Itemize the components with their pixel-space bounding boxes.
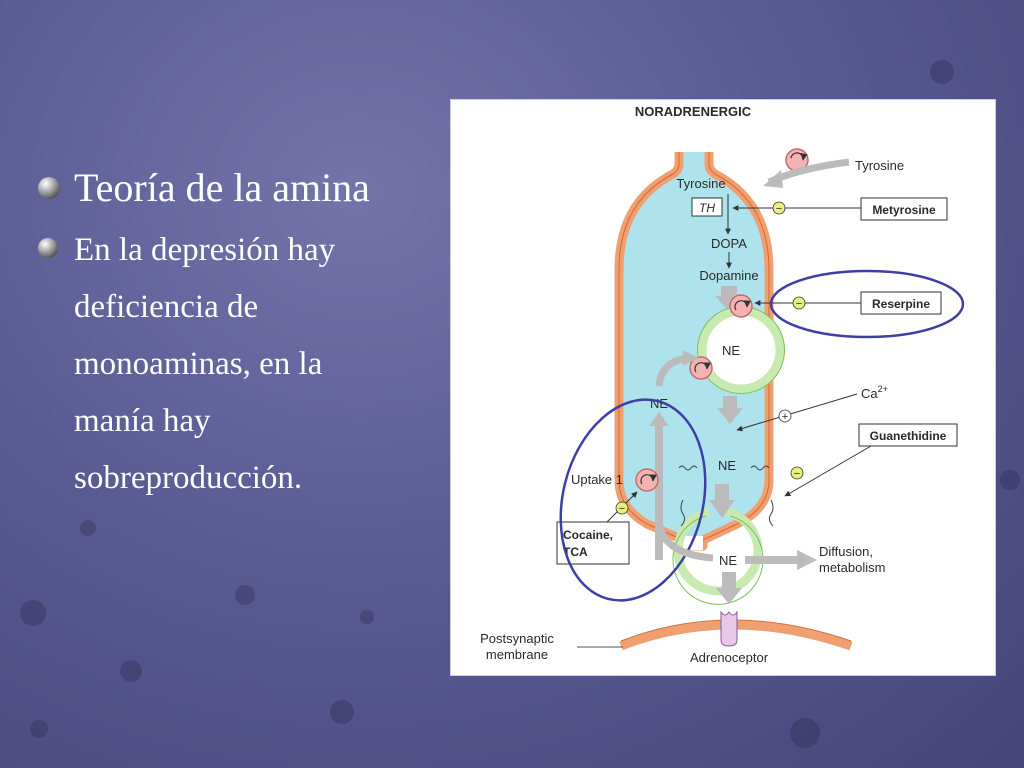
arrow-calcium [736,393,858,432]
bullet-icon [38,177,60,199]
label-diffusion: Diffusion, [819,544,873,559]
inhibit-sign: − [776,203,782,215]
inhibit-badge-icon [615,501,629,515]
label-dopa: DOPA [711,236,747,251]
arrow-vesicle-down [717,396,743,424]
label-ne-vesicle-top: NE [722,343,740,358]
arrow-dopamine-vesicle [715,286,743,312]
snare-squiggle [678,465,698,471]
label-membrane: membrane [486,647,548,662]
cocaine-tca-box [556,521,630,565]
body-line-2: deficiencia de [74,289,259,325]
uptake-path-arrowhead [649,412,669,426]
vmat-arrow-icon [734,300,751,311]
label-adrenoceptor: Adrenoceptor [690,650,769,665]
inhibit-sign: − [619,503,625,515]
th-enzyme-box [691,197,723,217]
slide-title: Teoría de la amina [74,165,370,210]
inhibit-badge-icon [792,296,806,310]
reuptake-band [655,519,714,562]
label-reserpine: Reserpine [872,297,930,311]
tyrosine-entry-arrowhead [763,170,783,188]
body-line-4: manía hay [74,403,211,439]
stimulate-sign: + [782,411,788,423]
label-metyrosine: Metyrosine [872,203,936,217]
label-postsynaptic: Postsynaptic [480,631,554,646]
inhibit-sign: − [794,468,800,480]
uptake-arrow-icon [640,474,657,485]
label-tca: TCA [563,545,588,559]
noradrenergic-diagram: NORADRENERGIC Tyrosine Tyrosine TH DOPA … [450,99,996,676]
highlight-uptake-ellipse [559,398,707,602]
label-guanethidine: Guanethidine [870,429,947,443]
label-calcium: Ca2+ [861,384,888,401]
body-bullet: En la depresión hay deficiencia de monoa… [38,222,438,507]
label-dopamine: Dopamine [699,268,758,283]
snare-squiggle [750,465,770,471]
arrow-guanethidine [784,445,872,497]
lower-vesicle-edge [672,515,764,605]
label-th: TH [699,201,715,215]
highlight-reserpine-ellipse [769,269,965,339]
ne-to-vesicle-band [655,354,688,387]
label-ne-cleft: NE [719,553,737,568]
arrow-to-receptor [716,572,742,604]
vmat-arrow-icon-2 [694,362,711,373]
title-bullet: Teoría de la amina [38,160,438,216]
label-metabolism: metabolism [819,560,885,575]
stimulate-badge-icon [778,409,792,423]
vmat-transporter-top [729,294,753,318]
metyrosine-box [860,197,948,221]
inhibit-sign: − [796,298,802,310]
label-tyrosine-outside: Tyrosine [855,158,904,173]
body-line-1: En la depresión hay [74,232,336,268]
upper-vesicle [697,306,785,394]
body-line-5: sobreproducción. [74,460,303,496]
diffusion-arrowhead [797,550,817,570]
body-line-3: monoaminas, en la [74,346,323,382]
label-tyrosine-inside: Tyrosine [676,176,725,191]
squiggle-left [680,499,686,527]
adrenoceptor-shape [720,610,738,647]
squiggle-right [768,499,774,527]
slide-text: Teoría de la amina En la depresión hay d… [38,160,438,507]
label-cocaine: Cocaine, [563,528,613,542]
diagram-svg: NORADRENERGIC Tyrosine Tyrosine TH DOPA … [480,104,965,665]
uptake-1-transporter [635,468,659,492]
inhibit-badge-icon [790,466,804,480]
inhibit-badge-icon [772,201,786,215]
arrow-release [709,484,735,518]
bullet-icon [38,238,58,258]
diagram-heading: NORADRENERGIC [635,104,752,119]
ne-to-vesicle-arrowhead [683,350,699,366]
label-ne-vesicle-bottom: NE [718,458,736,473]
guanethidine-box [858,423,958,447]
transport-arrow-icon [790,152,808,161]
lower-vesicle [673,507,763,596]
label-uptake: Uptake 1 [571,472,623,487]
